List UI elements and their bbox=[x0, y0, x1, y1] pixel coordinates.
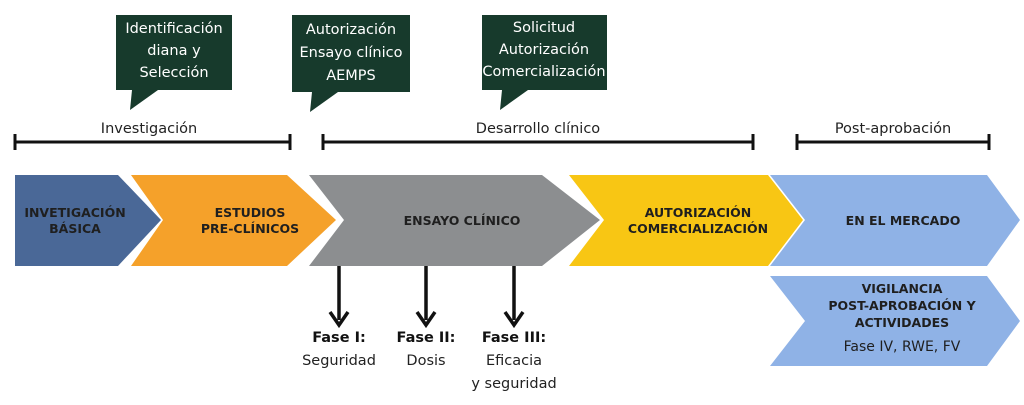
arrow-head bbox=[328, 311, 350, 329]
phase-arrow-3 bbox=[503, 266, 525, 329]
stage-label: ENSAYO CLÍNICO bbox=[404, 213, 521, 228]
stage-label: AUTORIZACIÓN bbox=[645, 205, 752, 220]
callout-solicitud-comercializacion: Solicitud Autorización Comercialización bbox=[482, 15, 607, 110]
phase-arrow-1 bbox=[328, 266, 350, 329]
stage-shape bbox=[131, 175, 336, 266]
phase-title: Fase III: bbox=[482, 330, 546, 346]
vigilancia-line: ACTIVIDADES bbox=[855, 315, 949, 330]
stage-label: PRE-CLÍNICOS bbox=[201, 221, 299, 236]
phase-3: Fase III: Eficacia y seguridad bbox=[471, 330, 556, 392]
stage-estudios-preclinicos: ESTUDIOS PRE-CLÍNICOS bbox=[131, 175, 336, 266]
stage-shape bbox=[569, 175, 803, 266]
stage-en-el-mercado: EN EL MERCADO bbox=[770, 175, 1020, 266]
phase-desc: Seguridad bbox=[302, 353, 376, 369]
stage-label: BÁSICA bbox=[49, 221, 101, 236]
stage-label: COMERCIALIZACIÓN bbox=[628, 221, 768, 236]
stage-label: EN EL MERCADO bbox=[846, 213, 961, 228]
stage-ensayo-clinico: ENSAYO CLÍNICO bbox=[309, 175, 600, 266]
stage-investigacion-basica: INVETIGACIÓN BÁSICA bbox=[15, 175, 161, 266]
timeline-label: Post-aprobación bbox=[835, 121, 951, 137]
callout-shape bbox=[116, 15, 232, 110]
stage-shape bbox=[770, 175, 1020, 266]
callout-line: diana y bbox=[147, 43, 201, 59]
vigilancia-shape bbox=[770, 276, 1020, 366]
stage-label: INVETIGACIÓN bbox=[24, 205, 125, 220]
callout-identificacion: Identificación diana y Selección bbox=[116, 15, 232, 110]
callout-line: Autorización bbox=[499, 42, 589, 58]
stage-vigilancia: VIGILANCIA POST-APROBACIÓN Y ACTIVIDADES… bbox=[770, 276, 1020, 366]
phase-2: Fase II: Dosis bbox=[397, 330, 456, 369]
phase-arrow-2 bbox=[415, 266, 437, 329]
callout-line: Solicitud bbox=[513, 20, 575, 36]
callout-line: Selección bbox=[139, 65, 208, 81]
phase-desc: Eficacia bbox=[486, 353, 542, 369]
callout-shape bbox=[482, 15, 607, 110]
timeline-investigacion: Investigación bbox=[13, 121, 292, 150]
arrow-head bbox=[415, 311, 437, 329]
stage-autorizacion-comercializacion: AUTORIZACIÓN COMERCIALIZACIÓN bbox=[569, 175, 803, 266]
callout-line: Autorización bbox=[306, 22, 396, 38]
callout-shape bbox=[292, 15, 410, 112]
callout-line: Identificación bbox=[125, 21, 222, 37]
vigilancia-line: VIGILANCIA bbox=[862, 281, 943, 296]
phase-title: Fase II: bbox=[397, 330, 456, 346]
phase-desc: y seguridad bbox=[471, 376, 556, 392]
stage-shape bbox=[15, 175, 161, 266]
arrow-head bbox=[503, 311, 525, 329]
timeline-desarrollo-clinico: Desarrollo clínico bbox=[321, 121, 755, 150]
stage-shape bbox=[309, 175, 600, 266]
timeline-post-aprobacion: Post-aprobación bbox=[795, 121, 991, 150]
stage-label: ESTUDIOS bbox=[215, 205, 286, 220]
callout-line: Ensayo clínico bbox=[300, 45, 403, 61]
vigilancia-line: Fase IV, RWE, FV bbox=[844, 339, 961, 355]
callout-line: Comercialización bbox=[482, 64, 605, 80]
callout-autorizacion-ensayo: Autorización Ensayo clínico AEMPS bbox=[292, 15, 410, 112]
phase-1: Fase I: Seguridad bbox=[302, 330, 376, 369]
vigilancia-line: POST-APROBACIÓN Y bbox=[828, 298, 976, 313]
callout-line: AEMPS bbox=[326, 68, 376, 84]
phase-desc: Dosis bbox=[406, 353, 445, 369]
timeline-label: Desarrollo clínico bbox=[476, 121, 601, 137]
phase-title: Fase I: bbox=[312, 330, 366, 346]
timeline-label: Investigación bbox=[101, 121, 197, 137]
